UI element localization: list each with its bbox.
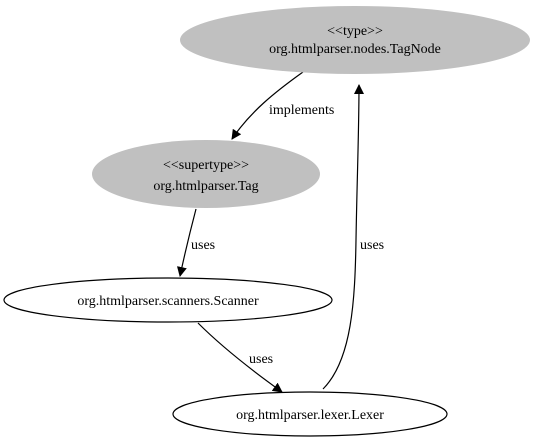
- node-lexer-shape: [172, 391, 448, 437]
- node-lexer-name: org.htmlparser.lexer.Lexer: [236, 408, 384, 423]
- edge-scanner-to-lexer: uses: [197, 322, 283, 393]
- node-tagnode-shape: [180, 6, 530, 74]
- edge-label-implements: implements: [269, 103, 334, 118]
- node-tagnode-stereotype: <<type>>: [327, 24, 383, 39]
- node-tag-name: org.htmlparser.Tag: [153, 179, 258, 194]
- node-tag-shape: [92, 140, 320, 208]
- node-tag[interactable]: <<supertype>> org.htmlparser.Tag: [92, 140, 320, 208]
- edge-tag-to-scanner: uses: [176, 208, 215, 277]
- edge-label-lexer-tagnode: uses: [360, 238, 384, 253]
- node-tagnode[interactable]: <<type>> org.htmlparser.nodes.TagNode: [180, 6, 530, 74]
- node-scanner-name: org.htmlparser.scanners.Scanner: [77, 294, 259, 309]
- node-tagnode-name: org.htmlparser.nodes.TagNode: [269, 42, 441, 57]
- edge-tag-to-scanner-line: [176, 208, 197, 277]
- node-scanner[interactable]: org.htmlparser.scanners.Scanner: [3, 277, 333, 323]
- node-scanner-shape: [3, 277, 333, 323]
- edge-tagnode-to-tag: implements: [231, 71, 334, 140]
- edge-label-tag-scanner: uses: [191, 238, 215, 253]
- edge-scanner-to-lexer-line: [197, 322, 283, 393]
- edge-tagnode-to-tag-line: [231, 71, 304, 140]
- edge-lexer-to-tagnode-line: [322, 84, 364, 390]
- edge-lexer-to-tagnode: uses: [322, 84, 384, 390]
- node-lexer[interactable]: org.htmlparser.lexer.Lexer: [172, 391, 448, 437]
- edge-label-scanner-lexer: uses: [249, 352, 273, 367]
- node-tag-stereotype: <<supertype>>: [163, 158, 249, 173]
